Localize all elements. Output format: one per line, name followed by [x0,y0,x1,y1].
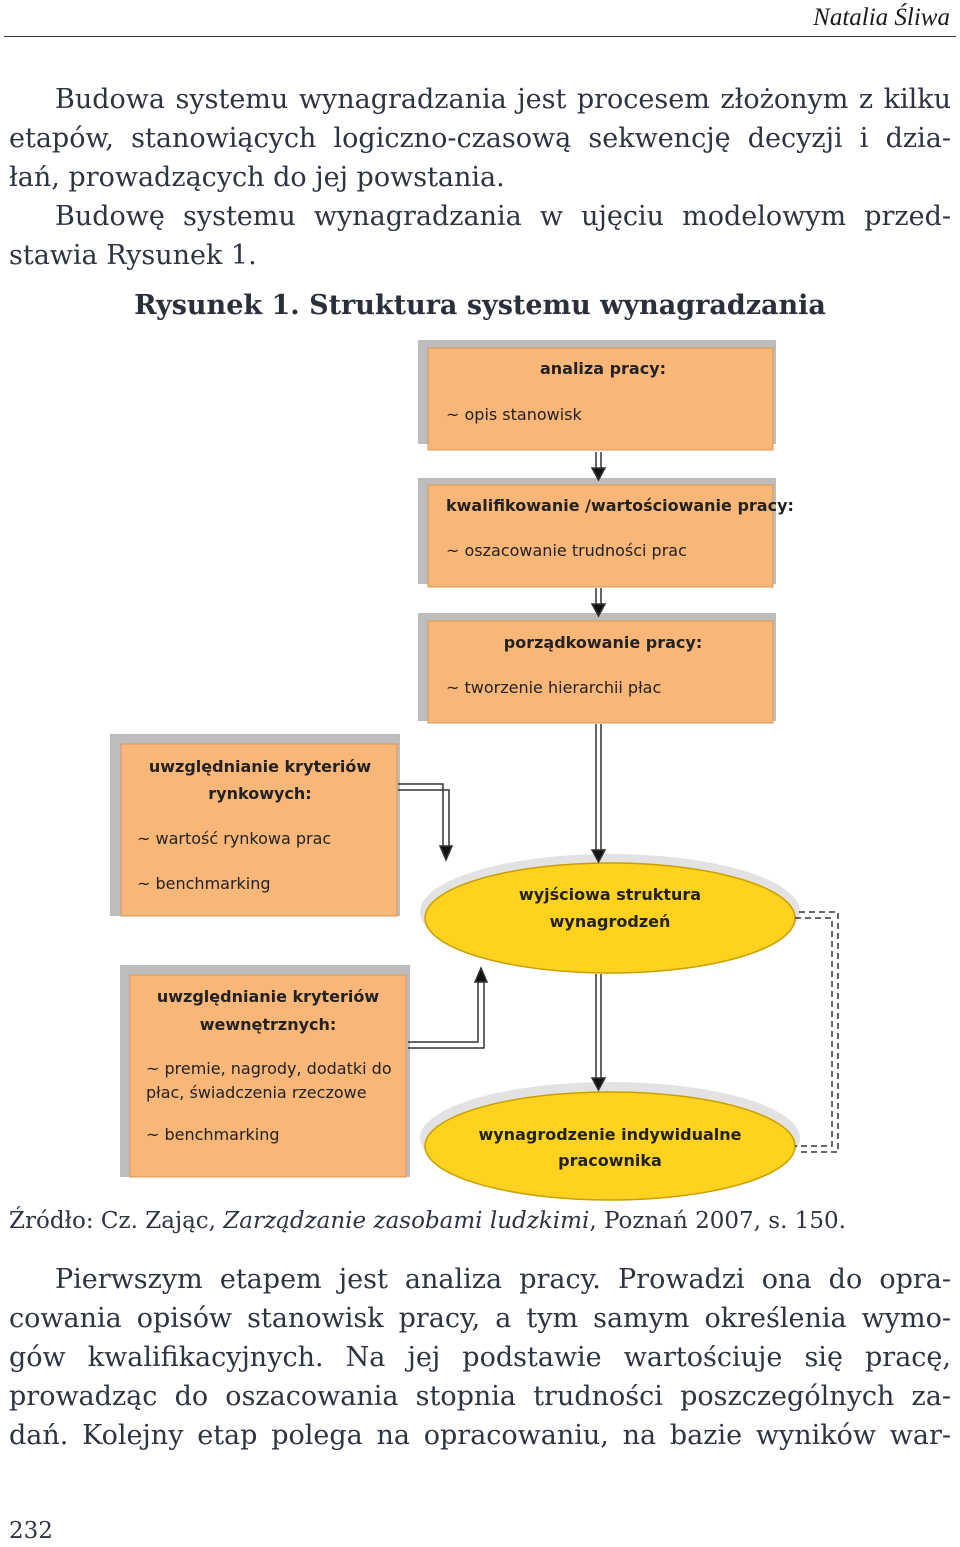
box-body [120,743,398,917]
ellipse-body [424,1091,796,1201]
intro-line-1: Budowa systemu wynagradzania jest proces… [55,84,951,115]
box-analiza-pracy: analiza pracy: ~ opis stanowisk [418,340,776,451]
arrow-rynkowe-to-struktura [398,783,454,862]
box-item: ~ opis stanowisk [446,405,583,424]
ellipse-wyjsciowa-struktura: wyjściowa struktura wynagrodzeń [420,854,800,974]
body-line-3: gów kwalifikacyjnych. Na jej podstawie w… [9,1342,951,1373]
box-title: porządkowanie pracy: [504,633,702,652]
running-header-author: Natalia Śliwa [813,4,950,31]
arrow-porzadkowanie-to-struktura [590,724,607,864]
header-rule [4,36,956,37]
box-title: analiza pracy: [540,359,666,378]
page-number: 232 [9,1518,53,1544]
paragraph-intro: Budowa systemu wynagradzania jest proces… [9,80,951,275]
feedback-dashed-loop [795,911,839,1153]
ellipse-label-line-1: wynagrodzenie indywidualne [478,1125,741,1144]
source-suffix: , Poznań 2007, s. 150. [589,1208,846,1234]
box-body [427,484,774,588]
box-kryteria-wewnetrzne: uwzględnianie kryteriów wewnętrznych: ~ … [120,965,410,1178]
box-body [129,974,407,1178]
arrows [398,452,839,1153]
source-prefix: Źródło: Cz. Zając, [9,1208,224,1234]
source-title: Zarządzanie zasobami ludzkimi [223,1208,590,1234]
box-item: ~ wartość rynkowa prac [137,829,331,848]
box-kwalifikowanie: kwalifikowanie /wartościowanie pracy: ~ … [418,478,794,588]
figure-source: Źródło: Cz. Zając, Zarządzanie zasobami … [9,1208,846,1234]
box-title-line-1: uwzględnianie kryteriów [157,987,380,1006]
arrow-wewnetrzne-to-struktura [408,966,489,1049]
arrow-struktura-to-indywidualne [590,974,607,1092]
arrow-analiza-to-kwalifikowanie [590,452,607,482]
box-body [427,620,774,724]
body-line-4: prowadząc do oszacowania stopnia trudnoś… [9,1381,951,1412]
ellipse-label-line-2: wynagrodzeń [550,912,671,931]
intro-line-2: etapów, stanowiących logiczno-czasową se… [9,123,951,154]
box-item: ~ tworzenie hierarchii płac [446,678,661,697]
box-title-line-1: uwzględnianie kryteriów [149,757,372,776]
box-item: ~ benchmarking [137,874,271,893]
intro-line-4: Budowę systemu wynagradzania w ujęciu mo… [55,201,951,232]
body-line-2: cowania opisów stanowisk pracy, a tym sa… [9,1303,951,1334]
box-item: płac, świadczenia rzeczowe [146,1083,367,1102]
box-title-line-2: rynkowych: [208,784,311,803]
box-kryteria-rynkowe: uwzględnianie kryteriów rynkowych: ~ war… [110,734,400,917]
box-item: ~ benchmarking [146,1125,280,1144]
intro-line-5: stawia Rysunek 1. [9,240,257,271]
box-item: ~ oszacowanie trudności prac [446,541,687,560]
body-line-5: dań. Kolejny etap polega na opracowaniu,… [9,1420,951,1451]
paragraph-body: Pierwszym etapem jest analiza pracy. Pro… [9,1260,951,1455]
box-title-line-2: wewnętrznych: [200,1015,337,1034]
body-line-1: Pierwszym etapem jest analiza pracy. Pro… [55,1264,951,1295]
box-title: kwalifikowanie /wartościowanie pracy: [446,496,794,515]
box-body [427,347,774,451]
box-item: ~ premie, nagrody, dodatki do [146,1059,392,1078]
ellipse-label-line-1: wyjściowa struktura [519,885,701,904]
ellipse-label-line-2: pracownika [558,1151,662,1170]
intro-line-3: łań, prowadzących do jej powstania. [9,162,505,193]
arrow-kwalifikowanie-to-porzadkowanie [590,588,607,618]
box-porzadkowanie: porządkowanie pracy: ~ tworzenie hierarc… [418,613,776,724]
ellipse-wynagrodzenie-indywidualne: wynagrodzenie indywidualne pracownika [420,1082,800,1201]
figure-caption: Rysunek 1. Struktura systemu wynagradzan… [134,290,826,321]
